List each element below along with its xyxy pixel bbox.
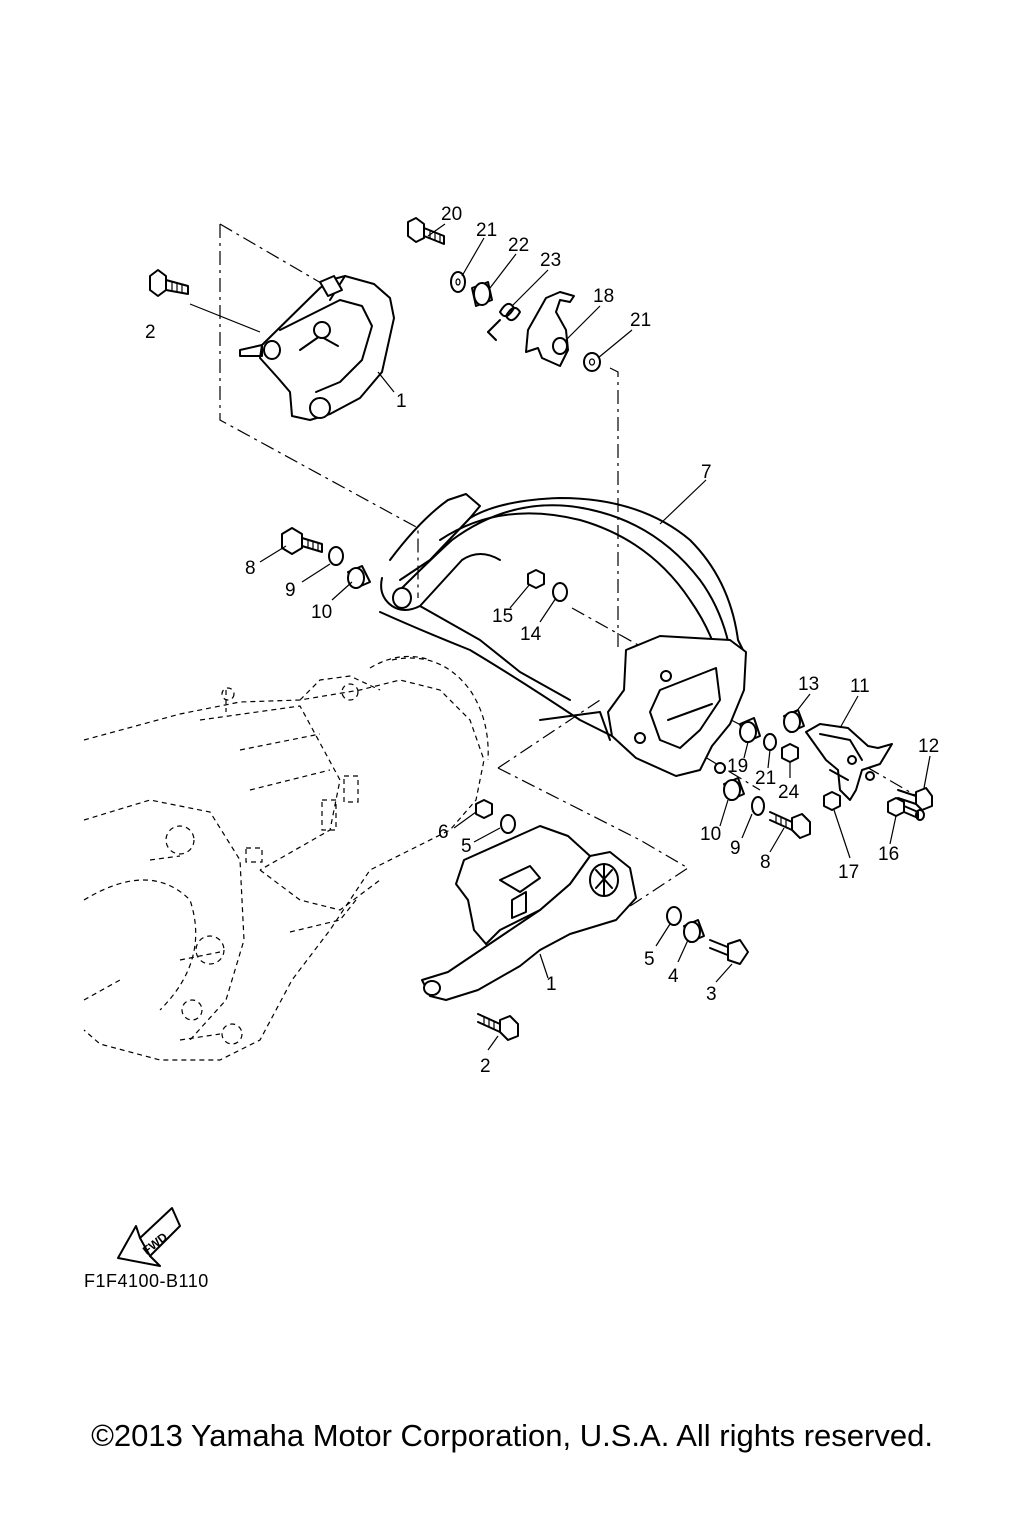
lower-mount-bracket [421, 825, 637, 1001]
callout-24: 24 [778, 782, 800, 803]
jet-thrust-nozzle-arm [379, 493, 747, 777]
jet-pump-housing [83, 655, 489, 1061]
pivot-bolt-set-upper [281, 527, 568, 602]
callout-16: 16 [878, 844, 899, 865]
callout-23: 23 [540, 250, 561, 271]
callout-22: 22 [508, 235, 529, 256]
callout-9: 9 [285, 580, 296, 601]
callout-8: 8 [245, 558, 256, 579]
callout-5: 5 [644, 949, 655, 970]
callout-17: 17 [838, 862, 859, 883]
right-side-fastener-set [723, 709, 933, 839]
callout-20: 20 [441, 204, 462, 225]
callout-10: 10 [700, 824, 721, 845]
diagram-code: F1F4100-B110 [84, 1271, 209, 1291]
upper-mount-bracket [239, 275, 395, 421]
trim-lock-small-parts [407, 217, 601, 372]
callout-15: 15 [492, 606, 513, 627]
callout-6: 6 [438, 822, 449, 843]
callout-1: 1 [396, 391, 407, 412]
callout-2: 2 [480, 1056, 491, 1077]
callout-11: 11 [850, 676, 870, 697]
callout-2: 2 [145, 322, 156, 343]
callout-numbers: 20 21 22 23 18 21 2 1 7 8 9 10 15 14 13 … [145, 204, 939, 1077]
callout-14: 14 [520, 624, 542, 645]
leader-lines [189, 223, 931, 1051]
copyright-notice: ©2013 Yamaha Motor Corporation, U.S.A. A… [91, 1418, 933, 1453]
callout-21: 21 [755, 768, 776, 789]
callout-13: 13 [798, 674, 819, 695]
callout-21: 21 [476, 220, 497, 241]
callout-1: 1 [546, 974, 557, 995]
lower-fastener-set [475, 799, 749, 1041]
callout-10: 10 [311, 602, 332, 623]
callout-9: 9 [730, 838, 741, 859]
callout-21: 21 [630, 310, 651, 331]
callout-18: 18 [593, 286, 614, 307]
callout-8: 8 [760, 852, 771, 873]
bolt-2-top [149, 269, 189, 297]
callout-4: 4 [668, 966, 679, 987]
callout-12: 12 [918, 736, 939, 757]
callout-19: 19 [727, 756, 748, 777]
callout-7: 7 [701, 462, 712, 483]
callout-3: 3 [706, 984, 717, 1005]
callout-5: 5 [461, 836, 472, 857]
fwd-arrow-icon: FWD [117, 1207, 181, 1267]
